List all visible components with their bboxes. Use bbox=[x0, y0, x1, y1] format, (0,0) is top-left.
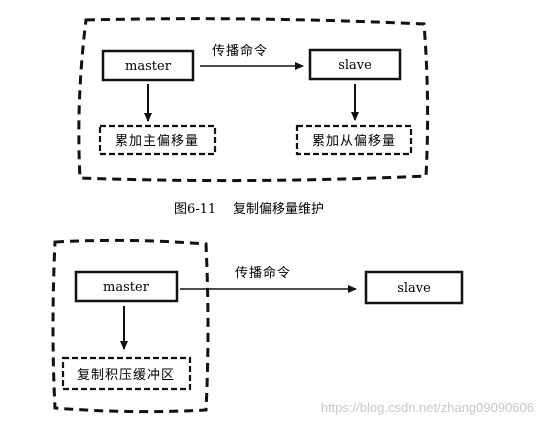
caption-title: 复制偏移量维护 bbox=[233, 202, 324, 217]
master-node bbox=[74, 270, 179, 303]
caption-number: 图6-11 bbox=[174, 202, 216, 217]
slave-node-label: slave bbox=[397, 281, 431, 296]
outer-dashed-boundary bbox=[77, 17, 430, 183]
slave-offset-box bbox=[295, 124, 413, 156]
master-node-label: master bbox=[125, 59, 172, 74]
backlog-buffer-box bbox=[61, 356, 192, 391]
slave-node bbox=[308, 48, 402, 81]
master-offset-box bbox=[98, 124, 217, 156]
propagate-command-label: 传播命令 bbox=[235, 265, 291, 281]
slave-offset-label: 累加从偏移量 bbox=[312, 134, 396, 149]
watermark: https://blog.csdn.net/zhang09090606 bbox=[321, 400, 534, 415]
master-node-label: master bbox=[103, 280, 150, 295]
figure-offset-maintenance: master slave 传播命令 累加主偏移量 累加从偏移量 bbox=[77, 17, 430, 183]
figure-replication-backlog: master slave 传播命令 复制积压缓冲区 bbox=[51, 238, 464, 414]
slave-node bbox=[364, 270, 464, 305]
master-node bbox=[101, 49, 195, 82]
master-dashed-boundary bbox=[51, 238, 210, 414]
backlog-buffer-label: 复制积压缓冲区 bbox=[77, 368, 175, 383]
figure-caption: 图6-11 复制偏移量维护 bbox=[174, 202, 324, 217]
propagate-command-label: 传播命令 bbox=[212, 43, 268, 59]
master-offset-label: 累加主偏移量 bbox=[115, 134, 199, 149]
slave-node-label: slave bbox=[338, 58, 372, 73]
